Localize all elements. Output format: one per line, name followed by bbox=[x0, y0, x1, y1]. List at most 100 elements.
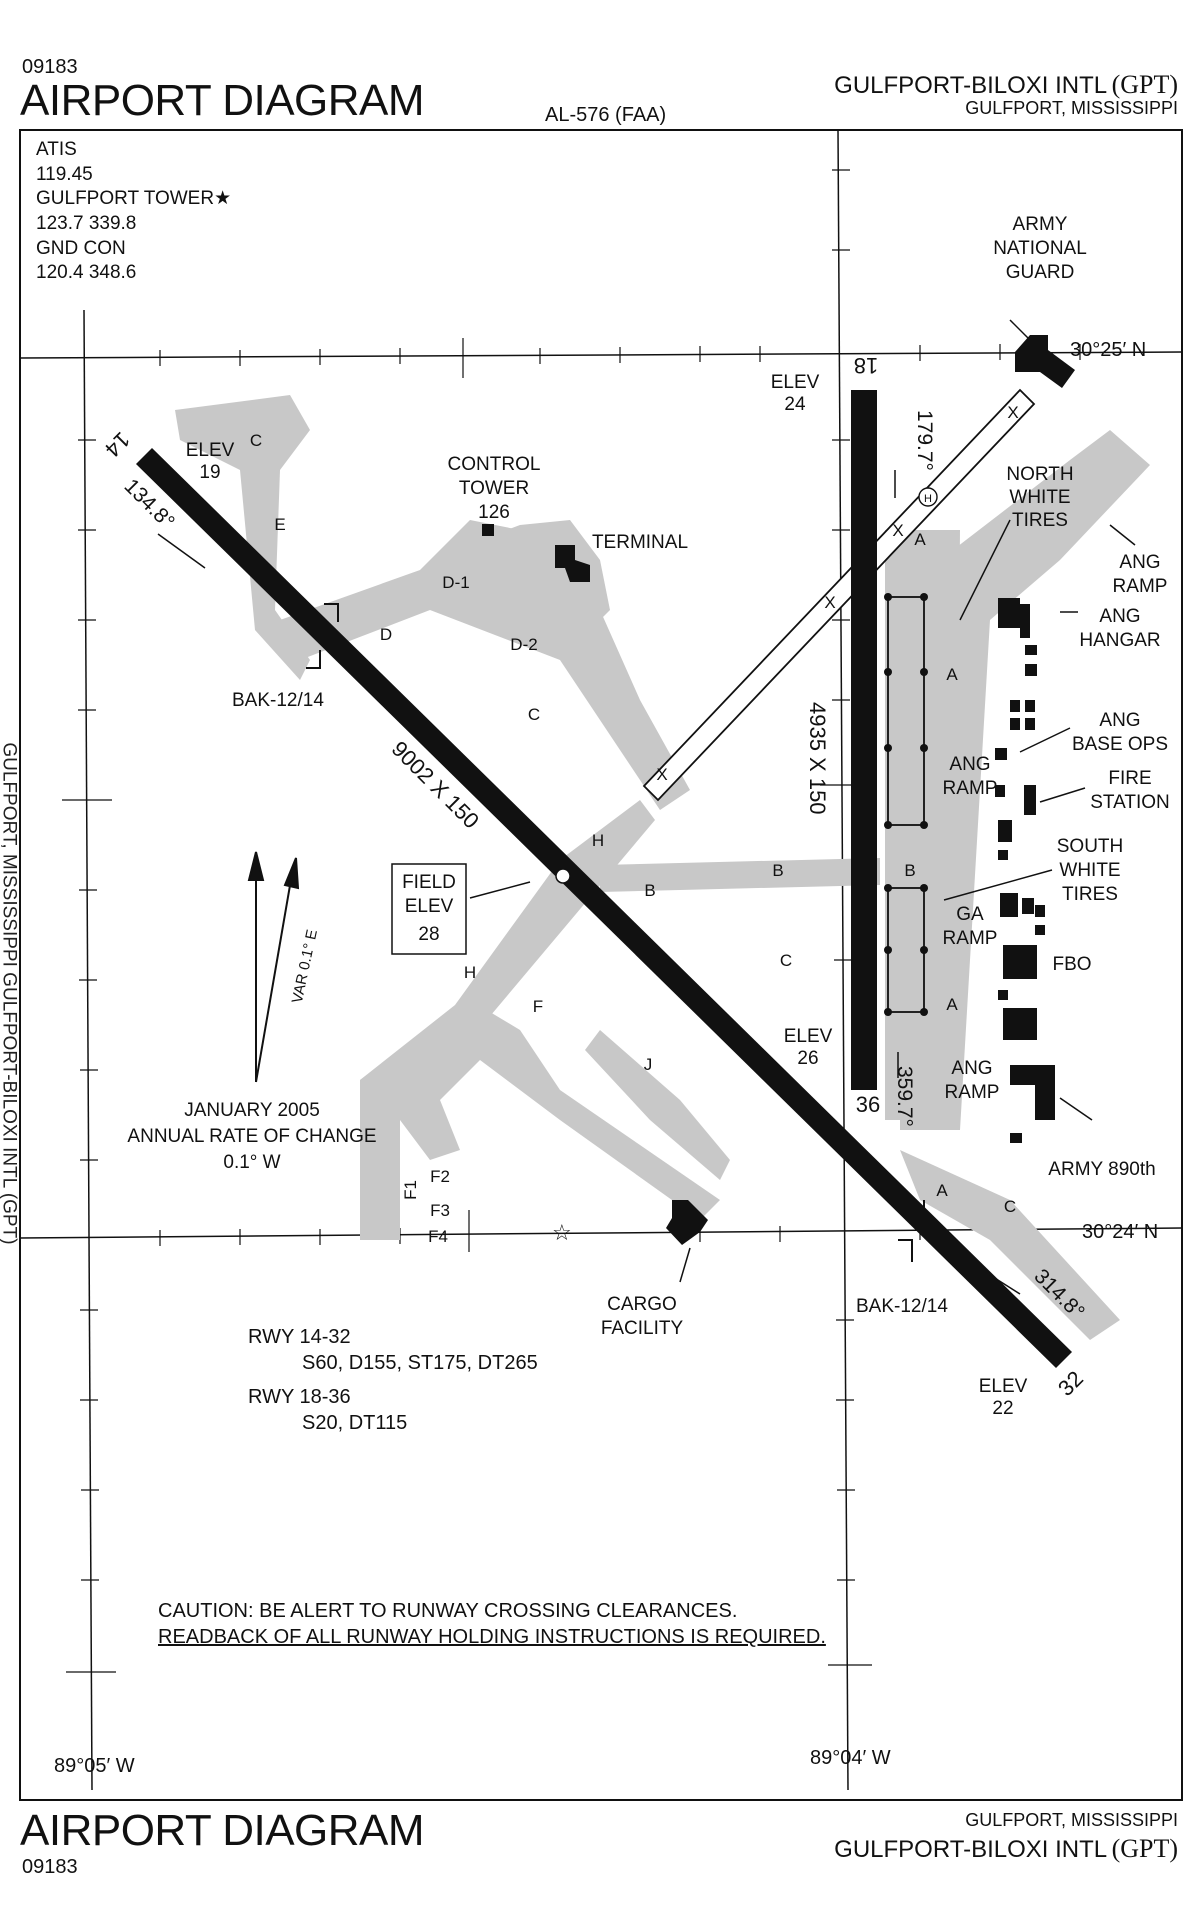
longitude-west-label: 89°05′ W bbox=[54, 1755, 135, 1777]
latitude-north-label: 30°25′ N bbox=[1070, 339, 1146, 361]
arresting-gear-se-label: BAK-12/14 bbox=[856, 1296, 948, 1317]
longitude-east-label: 89°04′ W bbox=[810, 1747, 891, 1769]
footer-title: AIRPORT DIAGRAM bbox=[20, 1806, 425, 1855]
army-890th-building bbox=[1010, 1065, 1055, 1120]
taxiway-f3-label: F3 bbox=[430, 1201, 450, 1220]
taxiway-labels: C E D D-1 D-2 C H B B B C H F J A A A A … bbox=[250, 403, 1019, 1246]
airport-name: GULFPORT-BILOXI INTL bbox=[834, 72, 1108, 99]
taxiway-f4-label: F4 bbox=[428, 1227, 448, 1246]
taxiway-b-label-east: B bbox=[904, 861, 915, 880]
elevation-14-value: 19 bbox=[199, 462, 220, 483]
field-elevation-line2: ELEV bbox=[405, 896, 454, 917]
army-national-guard-label-2: NATIONAL bbox=[993, 238, 1087, 259]
ang-hangar-label-1: ANG bbox=[1099, 606, 1140, 627]
taxiway-a-label-mid: A bbox=[946, 665, 958, 684]
runway-strength-block: RWY 14-32 S60, D155, ST175, DT265 RWY 18… bbox=[248, 1324, 538, 1436]
helipad-letter: H bbox=[924, 493, 932, 505]
terminal-building bbox=[555, 545, 590, 582]
field-elevation-line1: FIELD bbox=[402, 872, 456, 893]
magnetic-variation-arrows bbox=[247, 851, 300, 1083]
elevation-36-label: ELEV bbox=[784, 1026, 833, 1047]
elevation-32-label: ELEV bbox=[979, 1376, 1028, 1397]
footer-airport-code: (GPT) bbox=[1111, 1834, 1178, 1863]
runway-14-number: 14 bbox=[100, 427, 135, 462]
taxiway-a-label-se: A bbox=[936, 1181, 948, 1200]
airport-code: (GPT) bbox=[1111, 70, 1178, 99]
taxiway-x-label-3: X bbox=[824, 593, 835, 612]
strength-rwy-14-32-values: S60, D155, ST175, DT265 bbox=[302, 1352, 538, 1374]
caution-line-1: CAUTION: BE ALERT TO RUNWAY CROSSING CLE… bbox=[158, 1600, 738, 1622]
tower-label: GULFPORT TOWER bbox=[36, 188, 215, 210]
leader-lines bbox=[157, 319, 1136, 1295]
terminal-label: TERMINAL bbox=[592, 532, 688, 553]
taxiway-b-label-mid: B bbox=[772, 861, 783, 880]
north-white-tires bbox=[887, 596, 925, 826]
control-tower-label-3: 126 bbox=[478, 502, 510, 523]
runway-18-heading: 179.7° bbox=[913, 410, 936, 471]
taxiway-b-label-west: B bbox=[644, 881, 655, 900]
variation-rate-label: ANNUAL RATE OF CHANGE bbox=[127, 1126, 376, 1147]
chart-number: 09183 bbox=[22, 56, 78, 78]
ang-hangar-label-2: HANGAR bbox=[1079, 630, 1160, 651]
elevation-18-label: ELEV bbox=[771, 372, 820, 393]
city-state: GULFPORT, MISSISSIPPI bbox=[965, 98, 1178, 118]
runway-18-number: 18 bbox=[854, 353, 878, 378]
runway-32-number: 32 bbox=[1053, 1366, 1088, 1401]
taxiway-x-label-2: X bbox=[892, 521, 903, 540]
caution-block: CAUTION: BE ALERT TO RUNWAY CROSSING CLE… bbox=[158, 1598, 826, 1650]
arresting-gear-symbols bbox=[306, 603, 925, 1262]
ang-ramp-s-label-2: RAMP bbox=[945, 1082, 1000, 1103]
fbo-building bbox=[1003, 945, 1037, 979]
caution-line-2: READBACK OF ALL RUNWAY HOLDING INSTRUCTI… bbox=[158, 1626, 826, 1648]
ang-ramp-ne-label-2: RAMP bbox=[1113, 576, 1168, 597]
taxiway-c-label-south: C bbox=[780, 951, 792, 970]
control-tower-label-1: CONTROL bbox=[448, 454, 541, 475]
taxiway-f1-label: F1 bbox=[401, 1180, 420, 1200]
strength-rwy-18-36: RWY 18-36 bbox=[248, 1386, 351, 1408]
ground-label: GND CON bbox=[36, 237, 126, 259]
footer-chart-number: 09183 bbox=[22, 1856, 78, 1878]
army-890th-label: ARMY 890th bbox=[1048, 1159, 1155, 1180]
ga-ramp-label-1: GA bbox=[956, 904, 984, 925]
south-white-tires-dots bbox=[884, 884, 928, 1016]
runway-18-36 bbox=[851, 390, 877, 1090]
atis-frequency: 119.45 bbox=[36, 163, 93, 185]
elevation-18-value: 24 bbox=[784, 394, 806, 415]
north-white-tires-label-2: WHITE bbox=[1009, 487, 1070, 508]
ang-base-ops-building bbox=[995, 748, 1007, 760]
latitude-south-label: 30°24′ N bbox=[1082, 1221, 1158, 1243]
helipad-icon bbox=[918, 487, 938, 507]
star-icon: ★ bbox=[214, 188, 232, 210]
elevation-36-value: 26 bbox=[797, 1048, 818, 1069]
army-national-guard-building bbox=[1015, 335, 1075, 388]
ground-frequency: 120.4 348.6 bbox=[36, 262, 137, 284]
field-elevation-value: 28 bbox=[418, 924, 439, 945]
cargo-facility-label-2: FACILITY bbox=[601, 1318, 684, 1339]
taxiway-e-label: E bbox=[274, 515, 285, 534]
taxiway-h-label-north: H bbox=[592, 831, 604, 850]
ang-ramp-s-label-1: ANG bbox=[951, 1058, 992, 1079]
fire-station-building bbox=[1024, 785, 1036, 815]
runway-18-36-dimensions: 4935 X 150 bbox=[805, 702, 830, 815]
north-white-tires-label-1: NORTH bbox=[1006, 464, 1073, 485]
taxiway-h-label-south: H bbox=[464, 963, 476, 982]
control-tower-label-2: TOWER bbox=[459, 478, 529, 499]
strength-rwy-18-36-values: S20, DT115 bbox=[302, 1412, 408, 1434]
elevation-32-value: 22 bbox=[992, 1398, 1013, 1419]
ang-hangar-building bbox=[998, 598, 1020, 628]
footer-airport-name: GULFPORT-BILOXI INTL bbox=[834, 1836, 1108, 1863]
south-white-tires-label-3: TIRES bbox=[1062, 884, 1118, 905]
facility-labels: CONTROL TOWER 126 TERMINAL ARMY NATIONAL… bbox=[448, 214, 1170, 1339]
fire-station-label-1: FIRE bbox=[1108, 768, 1151, 789]
fire-station-label-2: STATION bbox=[1090, 792, 1170, 813]
south-white-tires-label-2: WHITE bbox=[1059, 860, 1120, 881]
footer-airport-heading: GULFPORT-BILOXI INTL (GPT) bbox=[834, 1834, 1178, 1864]
strength-rwy-14-32: RWY 14-32 bbox=[248, 1326, 351, 1348]
buildings bbox=[482, 335, 1075, 1245]
ang-base-ops-label-2: BASE OPS bbox=[1072, 734, 1168, 755]
cargo-facility-label-1: CARGO bbox=[607, 1294, 677, 1315]
taxiway-d1-label: D-1 bbox=[442, 573, 469, 592]
taxiway-d2-label: D-2 bbox=[510, 635, 537, 654]
ga-ramp-label-2: RAMP bbox=[943, 928, 998, 949]
